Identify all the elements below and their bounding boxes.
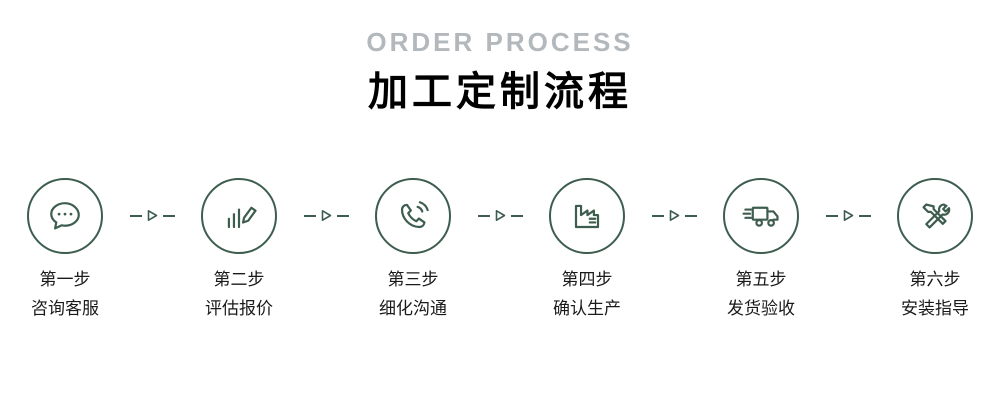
dashed-line (651, 214, 664, 217)
step-circle (723, 177, 799, 254)
step-circle (375, 177, 451, 254)
step-label: 咨询客服 (31, 298, 99, 318)
dashed-line (684, 214, 697, 217)
process-step: 第五步 发货验收 (702, 177, 820, 320)
step-label: 确认生产 (553, 298, 621, 318)
dashed-line (129, 214, 142, 217)
dashed-line (162, 214, 175, 217)
process-step: 第二步 评估报价 (180, 177, 298, 320)
step-label: 安装指导 (901, 298, 969, 318)
truck-icon (739, 194, 783, 238)
arrow-triangle-icon (147, 209, 158, 222)
process-flow: 第一步 咨询客服 第二步 评估报价 (0, 177, 1000, 320)
chat-bubble-icon (43, 194, 87, 238)
header-subtitle: ORDER PROCESS (366, 27, 634, 57)
step-number: 第一步 (39, 269, 91, 289)
dashed-line (858, 214, 871, 217)
arrow-connector (124, 178, 180, 254)
step-number: 第三步 (387, 269, 439, 289)
step-circle (27, 177, 103, 254)
step-circle (549, 177, 625, 254)
arrow-triangle-icon (495, 209, 506, 222)
step-label: 评估报价 (205, 298, 273, 318)
process-step: 第三步 细化沟通 (354, 177, 472, 320)
arrow-triangle-icon (669, 209, 680, 222)
process-step: 第四步 确认生产 (528, 177, 646, 320)
dashed-line (510, 214, 523, 217)
arrow-triangle-icon (843, 209, 854, 222)
step-circle (201, 177, 277, 254)
dashed-line (477, 214, 490, 217)
pencil-chart-icon (217, 194, 261, 238)
process-step: 第一步 咨询客服 (6, 177, 124, 320)
arrow-connector (472, 178, 528, 254)
step-label: 发货验收 (727, 298, 795, 318)
header: ORDER PROCESS 加工定制流程 (0, 0, 1000, 114)
factory-icon (565, 194, 609, 238)
step-number: 第五步 (735, 269, 787, 289)
dashed-line (825, 214, 838, 217)
phone-icon (391, 194, 435, 238)
page-title: 加工定制流程 (368, 69, 632, 114)
step-number: 第四步 (561, 269, 613, 289)
arrow-connector (820, 178, 876, 254)
arrow-connector (298, 178, 354, 254)
step-number: 第二步 (213, 269, 265, 289)
dashed-line (303, 214, 316, 217)
arrow-connector (646, 178, 702, 254)
process-step: 第六步 安装指导 (876, 177, 994, 320)
dashed-line (336, 214, 349, 217)
step-circle (897, 177, 973, 254)
tools-icon (913, 194, 957, 238)
step-number: 第六步 (909, 269, 961, 289)
arrow-triangle-icon (321, 209, 332, 222)
step-label: 细化沟通 (379, 298, 447, 318)
